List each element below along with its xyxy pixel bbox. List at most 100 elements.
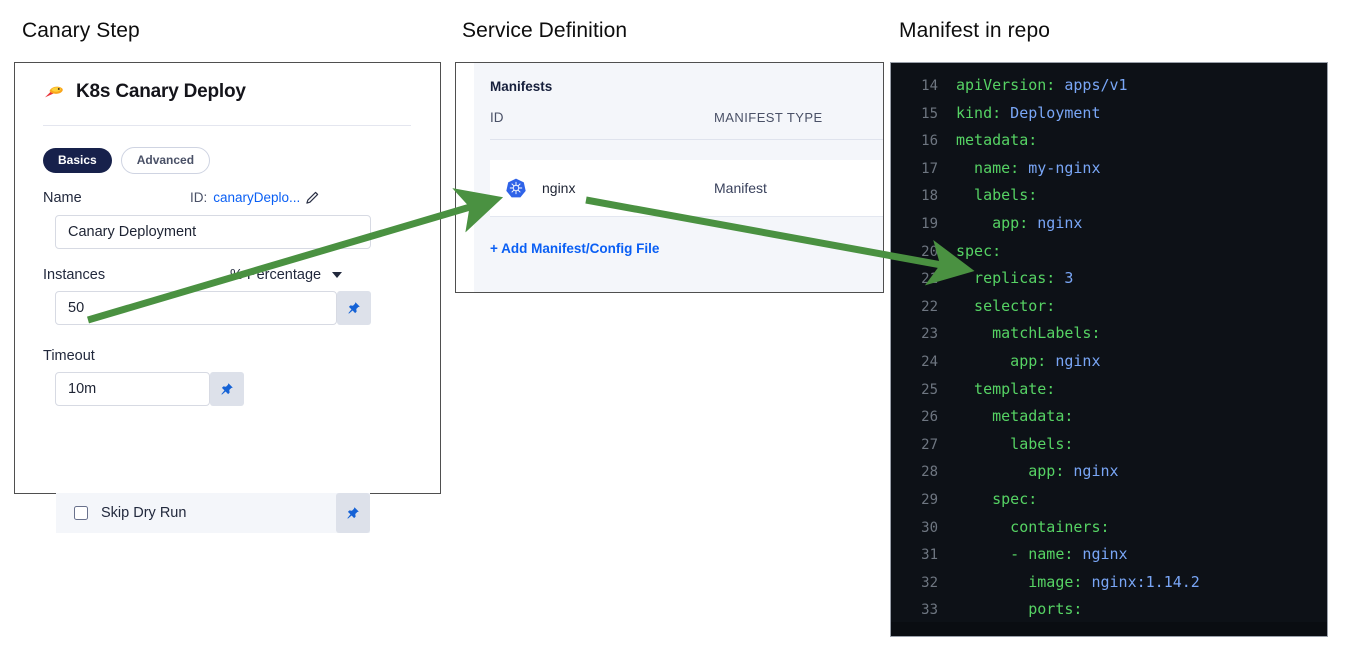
code-key: matchLabels: <box>956 324 1101 343</box>
code-value: nginx <box>1064 462 1119 481</box>
code-line: 33 ports: <box>891 596 1327 624</box>
column-header-id: ID <box>490 110 504 125</box>
code-value: nginx <box>1073 545 1128 564</box>
code-key: selector: <box>956 296 1056 315</box>
skip-dry-run-label: Skip Dry Run <box>101 505 187 521</box>
code-line: 18 labels: <box>891 182 1327 210</box>
timeout-label: Timeout <box>43 348 95 364</box>
kubernetes-icon <box>506 178 526 198</box>
code-key: name: <box>956 158 1020 177</box>
line-number: 32 <box>921 574 938 591</box>
chevron-down-icon[interactable] <box>332 272 343 278</box>
code-footer-bar <box>891 622 1327 636</box>
code-key: metadata: <box>956 407 1074 426</box>
code-key: spec: <box>956 489 1038 508</box>
code-line: 32 image: nginx:1.14.2 <box>891 569 1327 597</box>
code-line: 24 app: nginx <box>891 348 1327 376</box>
service-definition-card: Manifests ID MANIFEST TYPE nginx Manifes… <box>455 62 884 293</box>
table-row[interactable]: nginx Manifest <box>490 160 883 217</box>
code-line: 27 labels: <box>891 431 1327 459</box>
code-key: template: <box>956 379 1056 398</box>
tab-basics[interactable]: Basics <box>43 148 112 173</box>
skip-dry-run-row[interactable]: Skip Dry Run <box>56 493 370 533</box>
code-lines: 14 apiVersion: apps/v1 15 kind: Deployment 1… <box>891 72 1327 636</box>
table-header-divider <box>490 139 883 140</box>
name-input[interactable]: Canary Deployment <box>55 215 371 249</box>
manifests-panel: Manifests ID MANIFEST TYPE nginx Manifes… <box>474 63 883 292</box>
code-key: kind: <box>956 103 1002 122</box>
timeout-input[interactable]: 10m <box>55 372 210 406</box>
instances-input[interactable]: 50 <box>55 291 337 325</box>
code-value: nginx <box>1028 213 1083 232</box>
instances-unit-select[interactable]: % Percentage <box>230 267 343 283</box>
code-key: apiVersion: <box>956 76 1056 94</box>
code-line: 30 containers: <box>891 514 1327 542</box>
code-key: app: <box>956 213 1029 232</box>
code-key: containers: <box>956 517 1110 536</box>
code-key: labels: <box>956 434 1074 453</box>
line-number: 18 <box>921 188 938 205</box>
skip-dry-run-checkbox[interactable] <box>74 506 88 520</box>
code-value: my-nginx <box>1019 158 1101 177</box>
canary-step-card: K8s Canary Deploy Basics Advanced Name I… <box>14 62 441 533</box>
line-number: 14 <box>921 78 938 94</box>
code-line: 25 template: <box>891 376 1327 404</box>
step-id-row[interactable]: ID: canaryDeplo... <box>190 190 319 205</box>
code-line: 14 apiVersion: apps/v1 <box>891 72 1327 100</box>
instances-pin-button[interactable] <box>337 291 371 325</box>
caption-service-definition: Service Definition <box>462 19 628 42</box>
code-line: 16 metadata: <box>891 127 1327 155</box>
instances-unit-label: % Percentage <box>230 267 322 283</box>
timeout-pin-button[interactable] <box>210 372 244 406</box>
line-number: 25 <box>921 381 938 398</box>
line-number: 15 <box>921 105 938 122</box>
code-line: 23 matchLabels: <box>891 320 1327 348</box>
line-number: 22 <box>921 298 938 315</box>
line-number: 28 <box>921 464 938 481</box>
id-prefix-label: ID: <box>190 190 208 205</box>
code-value: Deployment <box>1001 103 1101 122</box>
code-value: apps/v1 <box>1055 76 1128 94</box>
code-line: 31 - name: nginx <box>891 541 1327 569</box>
line-number: 20 <box>921 243 938 260</box>
line-number: 23 <box>921 326 938 343</box>
pencil-icon[interactable] <box>306 191 319 204</box>
column-header-manifest-type: MANIFEST TYPE <box>714 110 823 125</box>
instances-label: Instances <box>43 267 106 283</box>
pin-icon <box>348 302 360 314</box>
pin-icon <box>221 383 233 395</box>
line-number: 16 <box>921 133 938 150</box>
header-divider <box>43 125 411 126</box>
code-line: 17 name: my-nginx <box>891 155 1327 183</box>
line-number: 30 <box>921 519 938 536</box>
line-number: 21 <box>921 271 938 288</box>
line-number: 19 <box>921 215 938 232</box>
step-title: K8s Canary Deploy <box>76 81 246 102</box>
code-key: app: <box>956 351 1047 370</box>
line-number: 31 <box>921 547 938 564</box>
manifest-type: Manifest <box>714 180 767 196</box>
add-manifest-link[interactable]: + Add Manifest/Config File <box>490 241 660 256</box>
code-value: nginx <box>1046 351 1101 370</box>
code-key: image: <box>956 572 1083 591</box>
name-label: Name <box>43 190 82 206</box>
line-number: 33 <box>921 602 938 619</box>
skip-dry-run-pin-button[interactable] <box>336 493 370 533</box>
caption-canary-step: Canary Step <box>22 19 140 42</box>
code-value: 3 <box>1055 269 1074 288</box>
code-line: 22 selector: <box>891 293 1327 321</box>
manifests-title: Manifests <box>490 79 553 94</box>
code-viewer[interactable]: 14 apiVersion: apps/v1 15 kind: Deployment 1… <box>890 62 1328 637</box>
canary-bird-icon <box>45 86 63 98</box>
line-number: 24 <box>921 353 938 370</box>
code-line: 19 app: nginx <box>891 210 1327 238</box>
step-tabs: Basics Advanced <box>43 147 211 174</box>
code-key: metadata: <box>956 131 1038 150</box>
tab-advanced[interactable]: Advanced <box>120 147 211 174</box>
caption-manifest-in-repo: Manifest in repo <box>899 19 1051 42</box>
code-line: 29 spec: <box>891 486 1327 514</box>
pin-icon <box>347 507 359 519</box>
id-value[interactable]: canaryDeplo... <box>213 190 301 205</box>
